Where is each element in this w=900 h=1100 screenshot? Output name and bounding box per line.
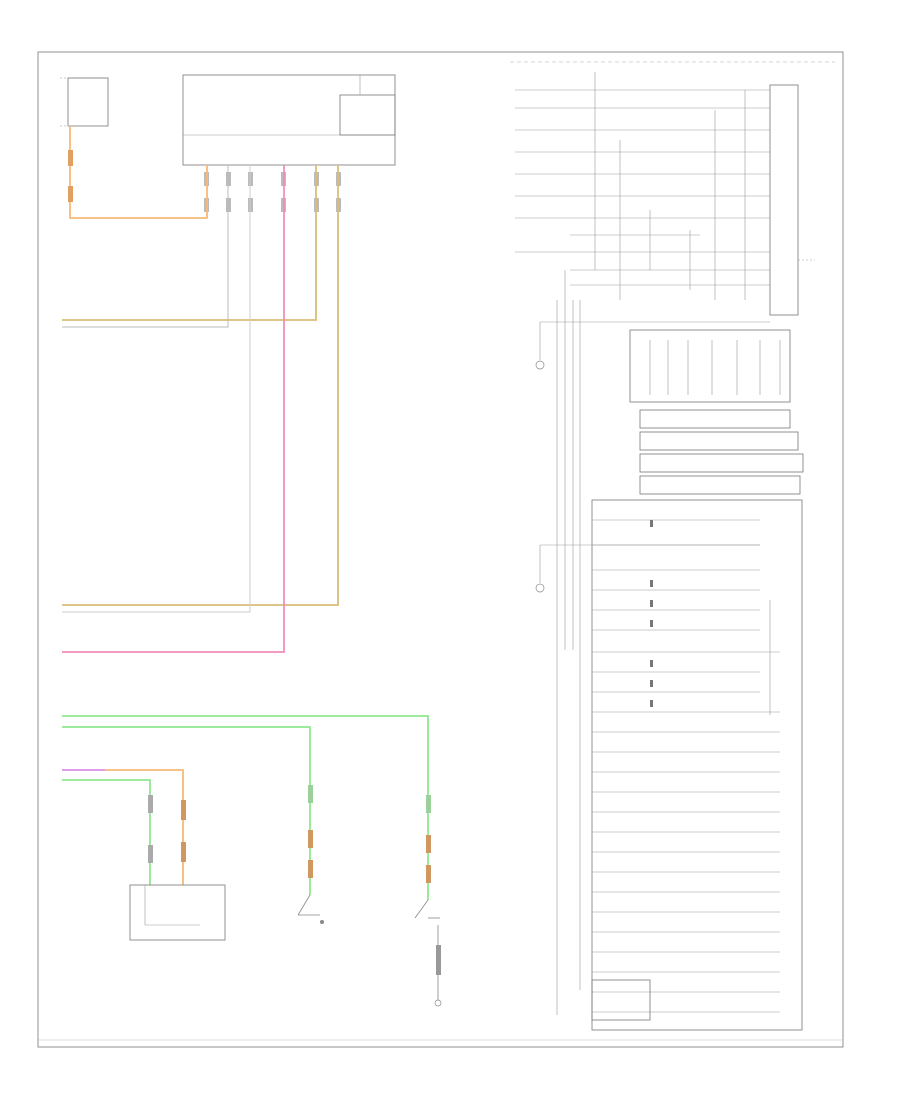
wire-gray-long bbox=[62, 165, 251, 613]
indicator-rows bbox=[592, 519, 780, 1013]
fuse-block-left bbox=[60, 77, 109, 127]
ground-symbol-top bbox=[535, 321, 770, 370]
wire-orange-fuse bbox=[69, 126, 208, 219]
switch-left bbox=[297, 894, 324, 924]
module-connector-pins bbox=[204, 172, 341, 212]
fuse-strip bbox=[629, 329, 791, 403]
diagram-frame bbox=[37, 51, 844, 1048]
wire-tan-long bbox=[62, 165, 339, 606]
wire-pink bbox=[62, 165, 285, 653]
indicator-bulbs bbox=[650, 520, 653, 707]
wire-tan-top bbox=[62, 165, 317, 321]
junction-block-vertical bbox=[769, 84, 799, 316]
right-panel-verticals bbox=[556, 270, 581, 1015]
wire-green-short bbox=[62, 779, 151, 885]
wire-gray-top bbox=[62, 165, 229, 328]
wire-orange-bottom bbox=[105, 769, 184, 885]
connector-marks-bottom bbox=[148, 785, 431, 883]
wire-green-1 bbox=[62, 715, 429, 900]
small-module-bottom bbox=[591, 979, 651, 1021]
switch-right bbox=[414, 899, 442, 1007]
control-module-top bbox=[182, 74, 396, 166]
right-panel-rows bbox=[515, 89, 770, 286]
right-panel-rails bbox=[594, 72, 746, 300]
sensor-box-bottom bbox=[129, 884, 226, 941]
ground-symbol-mid bbox=[535, 544, 760, 593]
lamp-stack bbox=[639, 409, 804, 495]
instrument-cluster bbox=[591, 499, 803, 1031]
